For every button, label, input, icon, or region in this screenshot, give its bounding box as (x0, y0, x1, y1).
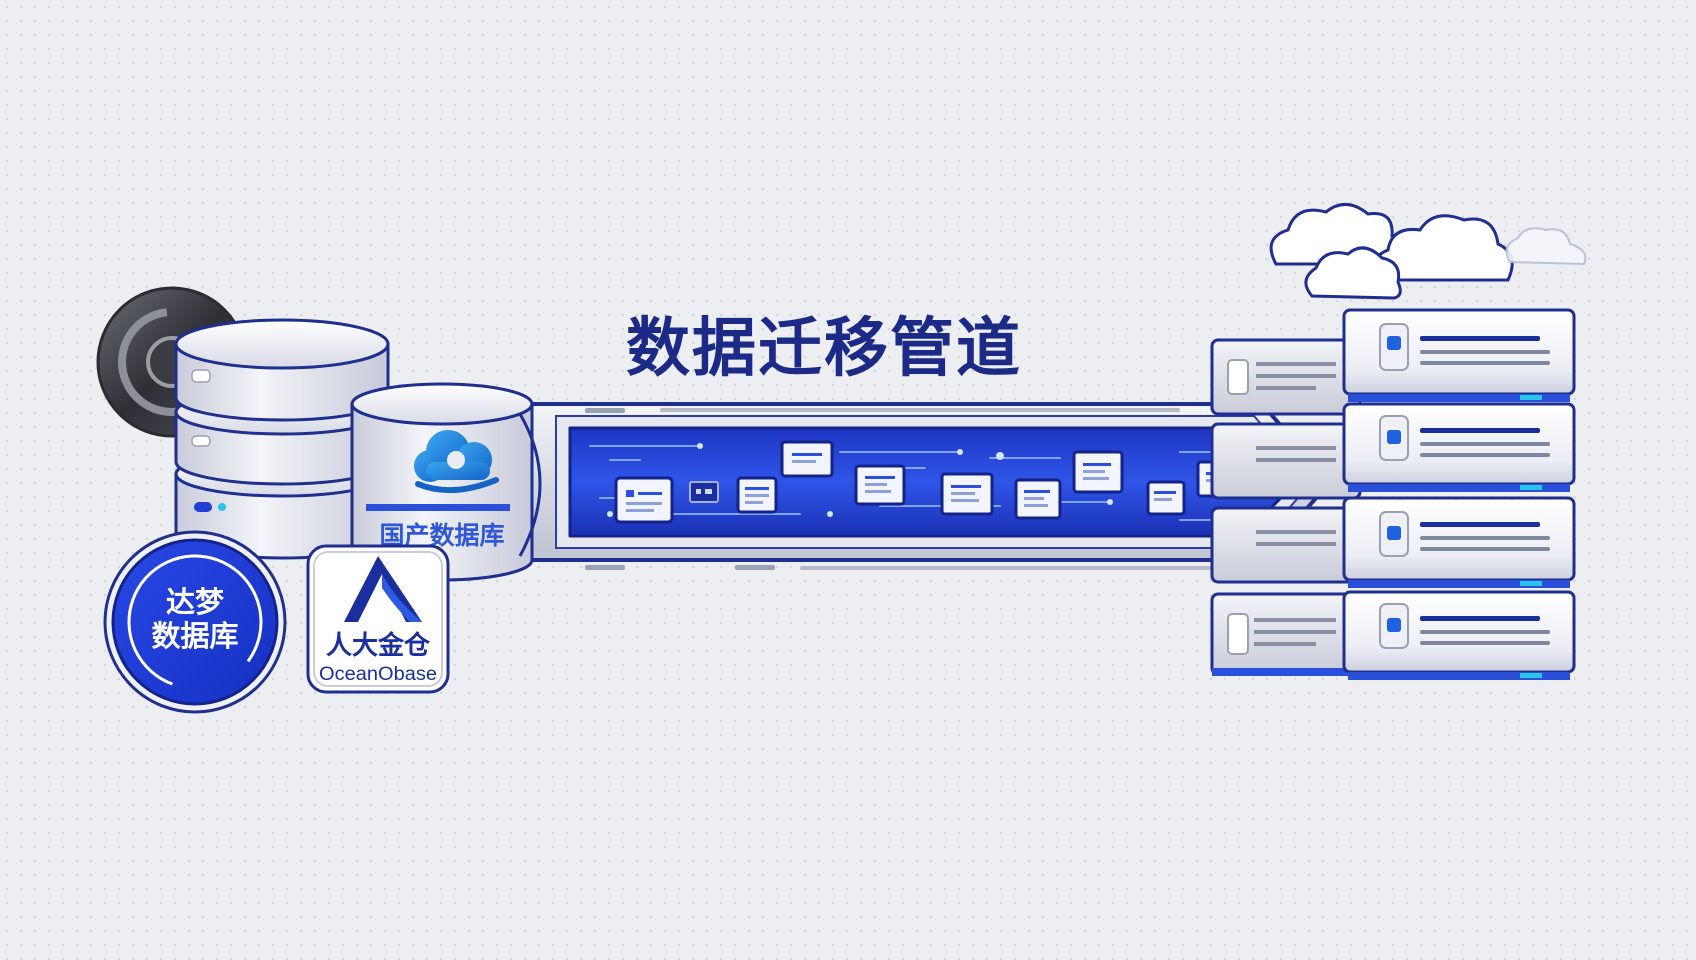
document-packet-icon (780, 440, 834, 478)
document-packet-icon (1072, 450, 1124, 494)
server-unit (1342, 496, 1576, 588)
server-unit-back (1210, 592, 1362, 676)
cloud-logo-icon (414, 430, 499, 494)
cloud-icon (1371, 214, 1514, 282)
kingbase-database-card: 人大金仓 OceanObase (306, 544, 450, 694)
document-packet-icon (689, 481, 719, 503)
document-packet-icon (614, 476, 674, 524)
migration-pipeline (518, 402, 1332, 570)
document-packet-icon (1146, 480, 1186, 516)
document-packet-icon (736, 476, 778, 514)
kingbase-cn-label: 人大金仓 (326, 630, 431, 661)
dameng-label-line2: 数据库 (151, 619, 238, 653)
kingbase-en-label: OceanObase (319, 664, 437, 685)
target-server-rack (1210, 308, 1576, 680)
server-unit (1342, 308, 1576, 402)
source-database-cylinder (174, 318, 390, 560)
data-packets (614, 440, 1242, 524)
server-unit-back (1210, 506, 1362, 584)
document-packet-icon (854, 464, 906, 506)
server-unit (1342, 590, 1576, 680)
cloud-icon (1505, 227, 1587, 266)
server-unit-back (1210, 338, 1362, 416)
document-packet-icon (940, 472, 994, 516)
page-title: 数据迁移管道 (626, 312, 1022, 386)
server-unit-back (1210, 422, 1362, 500)
cloud-icon (1304, 246, 1402, 300)
server-unit (1342, 402, 1576, 492)
document-packet-icon (1014, 478, 1062, 520)
dameng-label-line1: 达梦 (166, 585, 225, 619)
kingbase-logo-icon (344, 556, 422, 622)
dameng-database-badge: 达梦 数据库 (103, 530, 287, 714)
guochan-database-cylinder: 国产数据库 (350, 382, 542, 582)
